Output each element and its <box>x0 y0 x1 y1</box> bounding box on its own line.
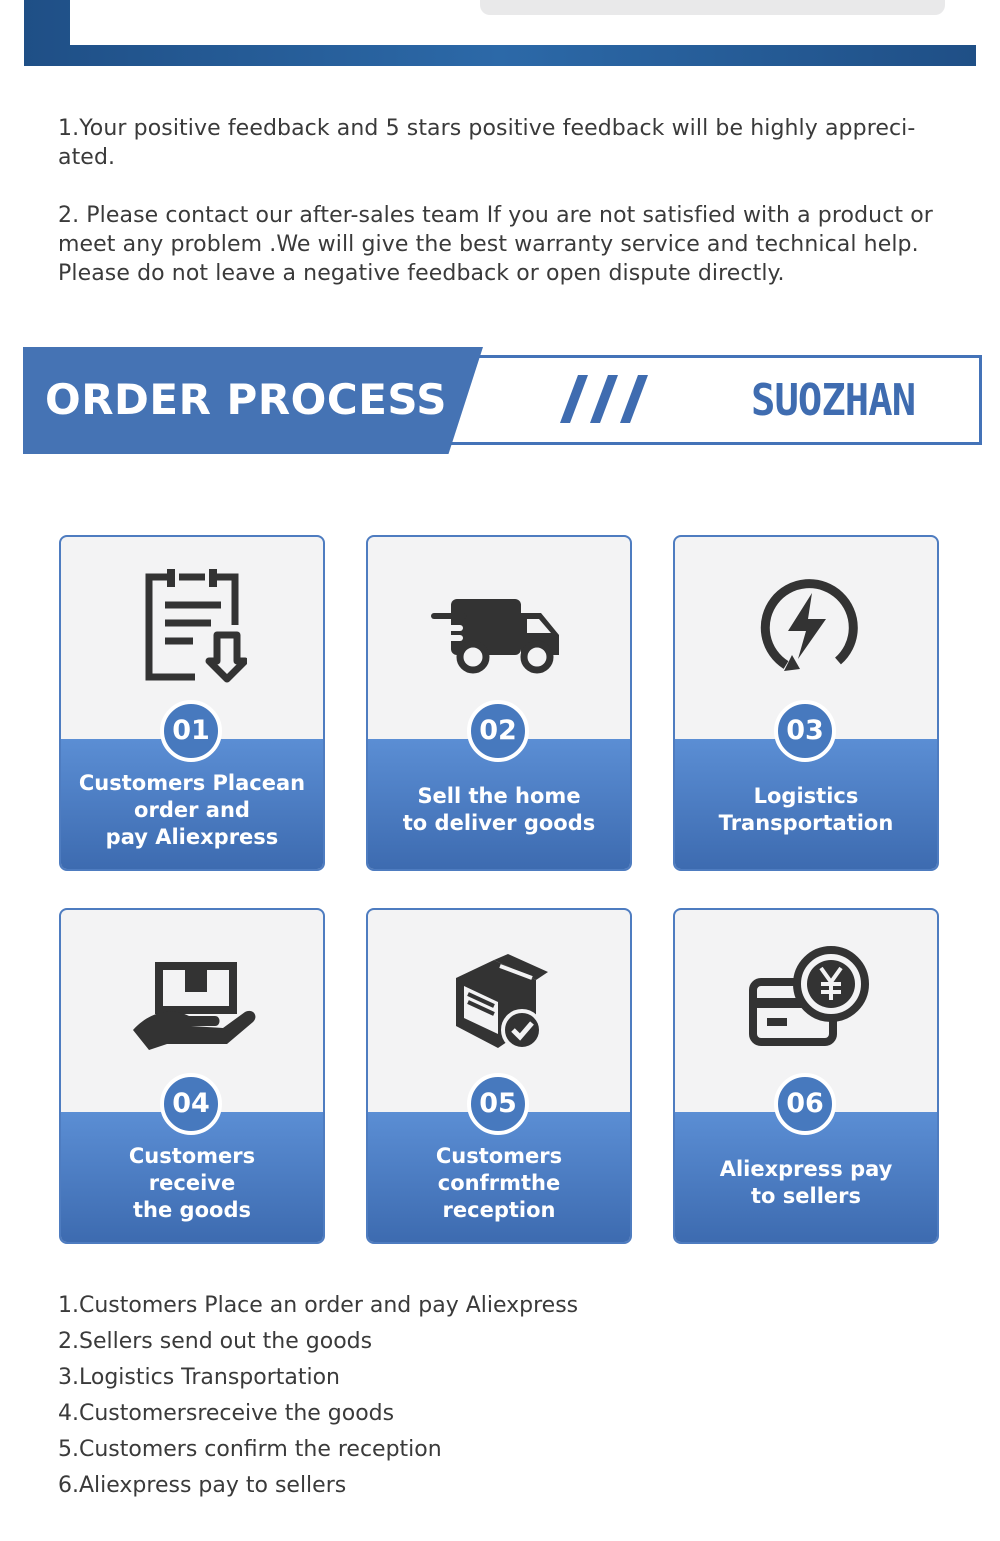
feedback-notes: 1.Your positive feedback and 5 stars pos… <box>58 114 948 317</box>
note-2: 2. Please contact our after-sales team I… <box>58 203 933 286</box>
list-item: 1.Customers Place an order and pay Aliex… <box>58 1293 579 1318</box>
step-number: 05 <box>467 1073 529 1135</box>
list-item: 2.Sellers send out the goods <box>58 1329 373 1354</box>
process-card-04: 04 Customers receive the goods <box>59 908 325 1244</box>
list-item: 5.Customers confirm the reception <box>58 1437 442 1462</box>
top-banner-pill <box>480 0 945 15</box>
header-outline-box <box>423 355 982 445</box>
list-item: 3.Logistics Transportation <box>58 1365 341 1390</box>
card-label: Logistics Transportation <box>718 784 894 835</box>
note-1: 1.Your positive feedback and 5 stars pos… <box>58 116 916 170</box>
process-card-03: 03 Logistics Transportation <box>673 535 939 871</box>
process-card-05: 05 Customers confrmthe reception <box>366 908 632 1244</box>
slashes-decoration-icon <box>560 375 648 423</box>
steps-list: 1.Customers Place an order and pay Aliex… <box>58 1288 578 1504</box>
process-card-02: 02 Sell the home to deliver goods <box>366 535 632 871</box>
step-number: 04 <box>160 1073 222 1135</box>
order-process-header: ORDER PROCESS SUOZHAN <box>23 347 982 454</box>
step-number: 06 <box>774 1073 836 1135</box>
card-label: Customers Placean order and pay Aliexpre… <box>78 770 306 849</box>
header-blue-block <box>23 347 483 454</box>
delivery-truck-icon <box>368 565 630 695</box>
list-item: 6.Aliexpress pay to sellers <box>58 1473 347 1498</box>
step-number: 03 <box>774 700 836 762</box>
clipboard-download-icon <box>61 565 323 695</box>
process-card-01: 01 Customers Placean order and pay Aliex… <box>59 535 325 871</box>
step-number: 02 <box>467 700 529 762</box>
top-banner <box>24 0 980 66</box>
page-title: ORDER PROCESS <box>45 375 448 424</box>
card-yen-icon <box>675 938 937 1068</box>
card-label: Customers confrmthe reception <box>435 1143 563 1222</box>
card-label: Aliexpress pay to sellers <box>719 1157 893 1208</box>
process-card-06: 06 Aliexpress pay to sellers <box>673 908 939 1244</box>
lightning-circle-icon <box>675 565 937 695</box>
card-label: Customers receive the goods <box>128 1143 256 1222</box>
card-label: Sell the home to deliver goods <box>402 784 596 835</box>
hand-package-icon <box>61 938 323 1068</box>
brand-logo: SUOZHAN <box>751 375 916 426</box>
step-number: 01 <box>160 700 222 762</box>
box-check-icon <box>368 938 630 1068</box>
list-item: 4.Customersreceive the goods <box>58 1401 395 1426</box>
